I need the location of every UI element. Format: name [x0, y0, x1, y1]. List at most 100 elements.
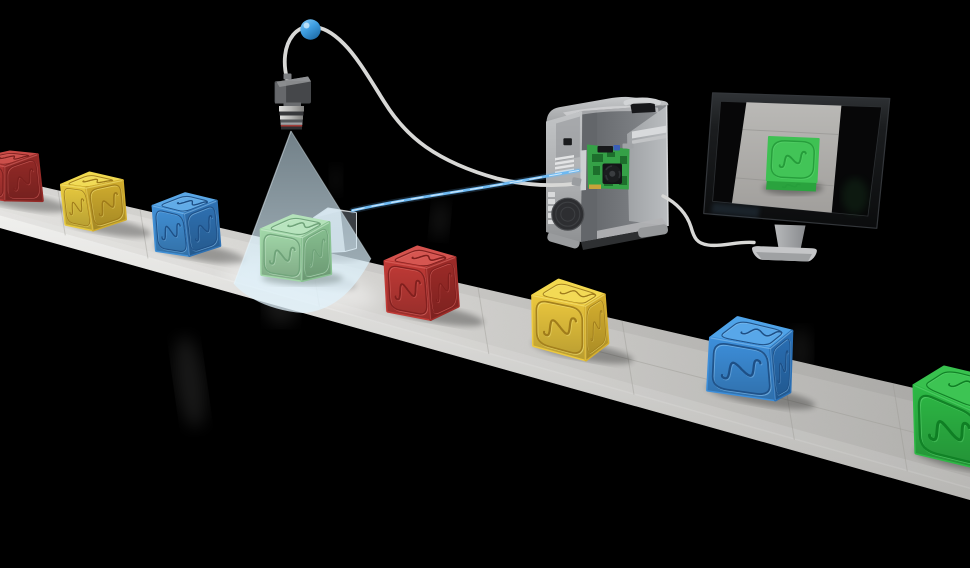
logo-border-engrave — [428, 262, 457, 314]
tower-handle-bar — [623, 97, 661, 106]
cube-edge-highlight — [0, 154, 38, 168]
blue-cube-2 — [706, 316, 794, 402]
cube-top-face — [912, 365, 970, 412]
tower-top-band — [546, 96, 669, 123]
camera-lens-red-ring — [280, 124, 303, 127]
tower-inner-shelf — [632, 125, 667, 139]
cone-left-edge — [233, 130, 292, 285]
blue-ball — [300, 19, 321, 40]
cube-left-face-shade — [914, 385, 970, 466]
cube-edge-highlight — [61, 180, 123, 189]
screen-green-cube — [763, 136, 823, 195]
cube-edge-highlight — [913, 384, 970, 411]
logo-border-engrave — [263, 233, 301, 277]
green-cube-under-camera — [259, 214, 343, 286]
cube-vertical-edge-highlight — [85, 188, 94, 231]
logo-border-engrave — [155, 210, 187, 252]
yellow-cube-2 — [531, 278, 610, 362]
red-cube-2 — [383, 245, 460, 321]
monitor — [703, 92, 891, 262]
swirl-logo-engrave — [948, 380, 970, 388]
logo-border-engrave — [711, 343, 771, 396]
logo-border-engrave — [770, 140, 815, 179]
cube-vertical-edge-highlight — [769, 348, 776, 400]
swirl-logo-engrave — [411, 254, 447, 261]
rear-fan-ring — [551, 197, 585, 231]
logo-border-engrave — [0, 168, 4, 197]
face-plateau — [926, 372, 970, 406]
cube-edge-highlight — [152, 200, 217, 215]
cube-edge-highlight — [261, 222, 330, 239]
swirl-logo-engrave — [928, 420, 970, 442]
swirl-logo-engrave — [98, 192, 119, 217]
frame-grabber-card — [580, 143, 634, 191]
swirl-logo-engrave — [195, 215, 213, 242]
logo-border-engrave — [187, 206, 218, 251]
swirl-logo-engrave — [740, 328, 783, 337]
inspection-camera — [274, 19, 321, 130]
cables — [282, 24, 756, 248]
monitor-stand-base-shade — [756, 252, 812, 262]
blue-cube-1 — [151, 192, 222, 257]
logo-border-engrave — [772, 338, 791, 395]
logo-border-engrave — [89, 184, 124, 226]
card-fan-blades — [605, 165, 621, 181]
logo-border-engrave — [303, 228, 329, 277]
logo-border-engrave — [535, 300, 584, 354]
swirl-logo-engrave — [720, 359, 762, 380]
cable-plug — [571, 177, 582, 187]
smoke-wisp — [330, 165, 342, 195]
card-edge-connector — [589, 184, 601, 189]
tower-right-foot — [637, 224, 669, 238]
swirl-logo-engrave — [590, 310, 603, 342]
logo-border-engrave — [6, 159, 40, 199]
camera-mount-flange — [283, 102, 301, 107]
swirl-logo-engrave — [543, 317, 577, 337]
cone-right-edge — [290, 130, 372, 260]
cube-edge-highlight — [384, 257, 456, 270]
swirl-logo-engrave — [435, 272, 452, 303]
tower-handle-cutout — [630, 102, 656, 114]
cube-vertical-edge-highlight — [425, 268, 432, 320]
cube-vertical-edge-highlight — [183, 213, 191, 256]
blue-ball-highlight — [303, 22, 310, 29]
swirl-logo-engrave — [778, 150, 807, 169]
green-cube-under-camera — [259, 214, 333, 282]
swirl-logo-engrave — [176, 200, 208, 206]
card-blue-connector — [613, 145, 620, 151]
logo-border-engrave — [926, 371, 970, 406]
cube-edge-highlight — [532, 294, 605, 307]
tower-inner-floor — [581, 218, 668, 242]
logo-border-engrave — [387, 265, 428, 315]
swirl-logo-engrave — [69, 198, 85, 216]
bezel-reflections — [711, 178, 868, 218]
swirl-logo-engrave — [287, 222, 321, 229]
swirl-logo-engrave — [268, 246, 296, 265]
rear-fan-grille — [551, 198, 584, 231]
data-line — [351, 169, 580, 212]
card-silver-connector — [622, 143, 634, 149]
smoke-wisp — [430, 201, 450, 239]
power-inlet — [563, 138, 572, 146]
monitor-cable — [661, 194, 756, 248]
logo-border-engrave — [63, 188, 91, 227]
logo-border-engrave — [917, 394, 970, 464]
card-bracket — [580, 150, 587, 191]
logo-border-engrave — [586, 300, 606, 353]
data-link — [349, 167, 582, 214]
camera-top-face-2 — [276, 76, 311, 87]
swirl-logo-engrave — [308, 238, 326, 267]
tower-right-edge-highlight — [665, 105, 669, 227]
cubes-in-front — [383, 245, 970, 468]
camera-cable — [282, 24, 580, 187]
cube-edge-highlight — [710, 330, 793, 350]
card-fan-hub — [609, 170, 616, 177]
camera-body-left — [275, 82, 287, 104]
red-cube-far-left — [0, 150, 44, 203]
swirl-logo-engrave — [394, 279, 421, 301]
tower-front-foot — [547, 231, 580, 249]
green-cube-far-right — [912, 365, 970, 468]
swirl-logo-engrave — [13, 168, 34, 191]
swirl-logo-engrave — [161, 222, 181, 241]
